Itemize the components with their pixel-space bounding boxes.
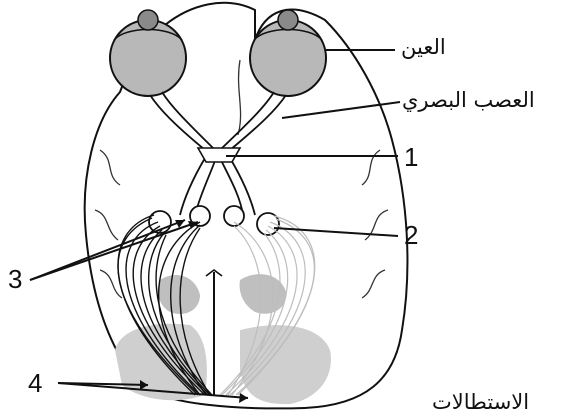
label-3: 3	[8, 266, 22, 292]
label-optic-nerve: العصب البصري	[402, 90, 535, 111]
label-eye: العين	[401, 37, 446, 58]
label-projections: الاستطالات	[432, 392, 529, 413]
label-1: 1	[404, 144, 418, 170]
label-4: 4	[28, 370, 42, 396]
label-2: 2	[404, 222, 418, 248]
